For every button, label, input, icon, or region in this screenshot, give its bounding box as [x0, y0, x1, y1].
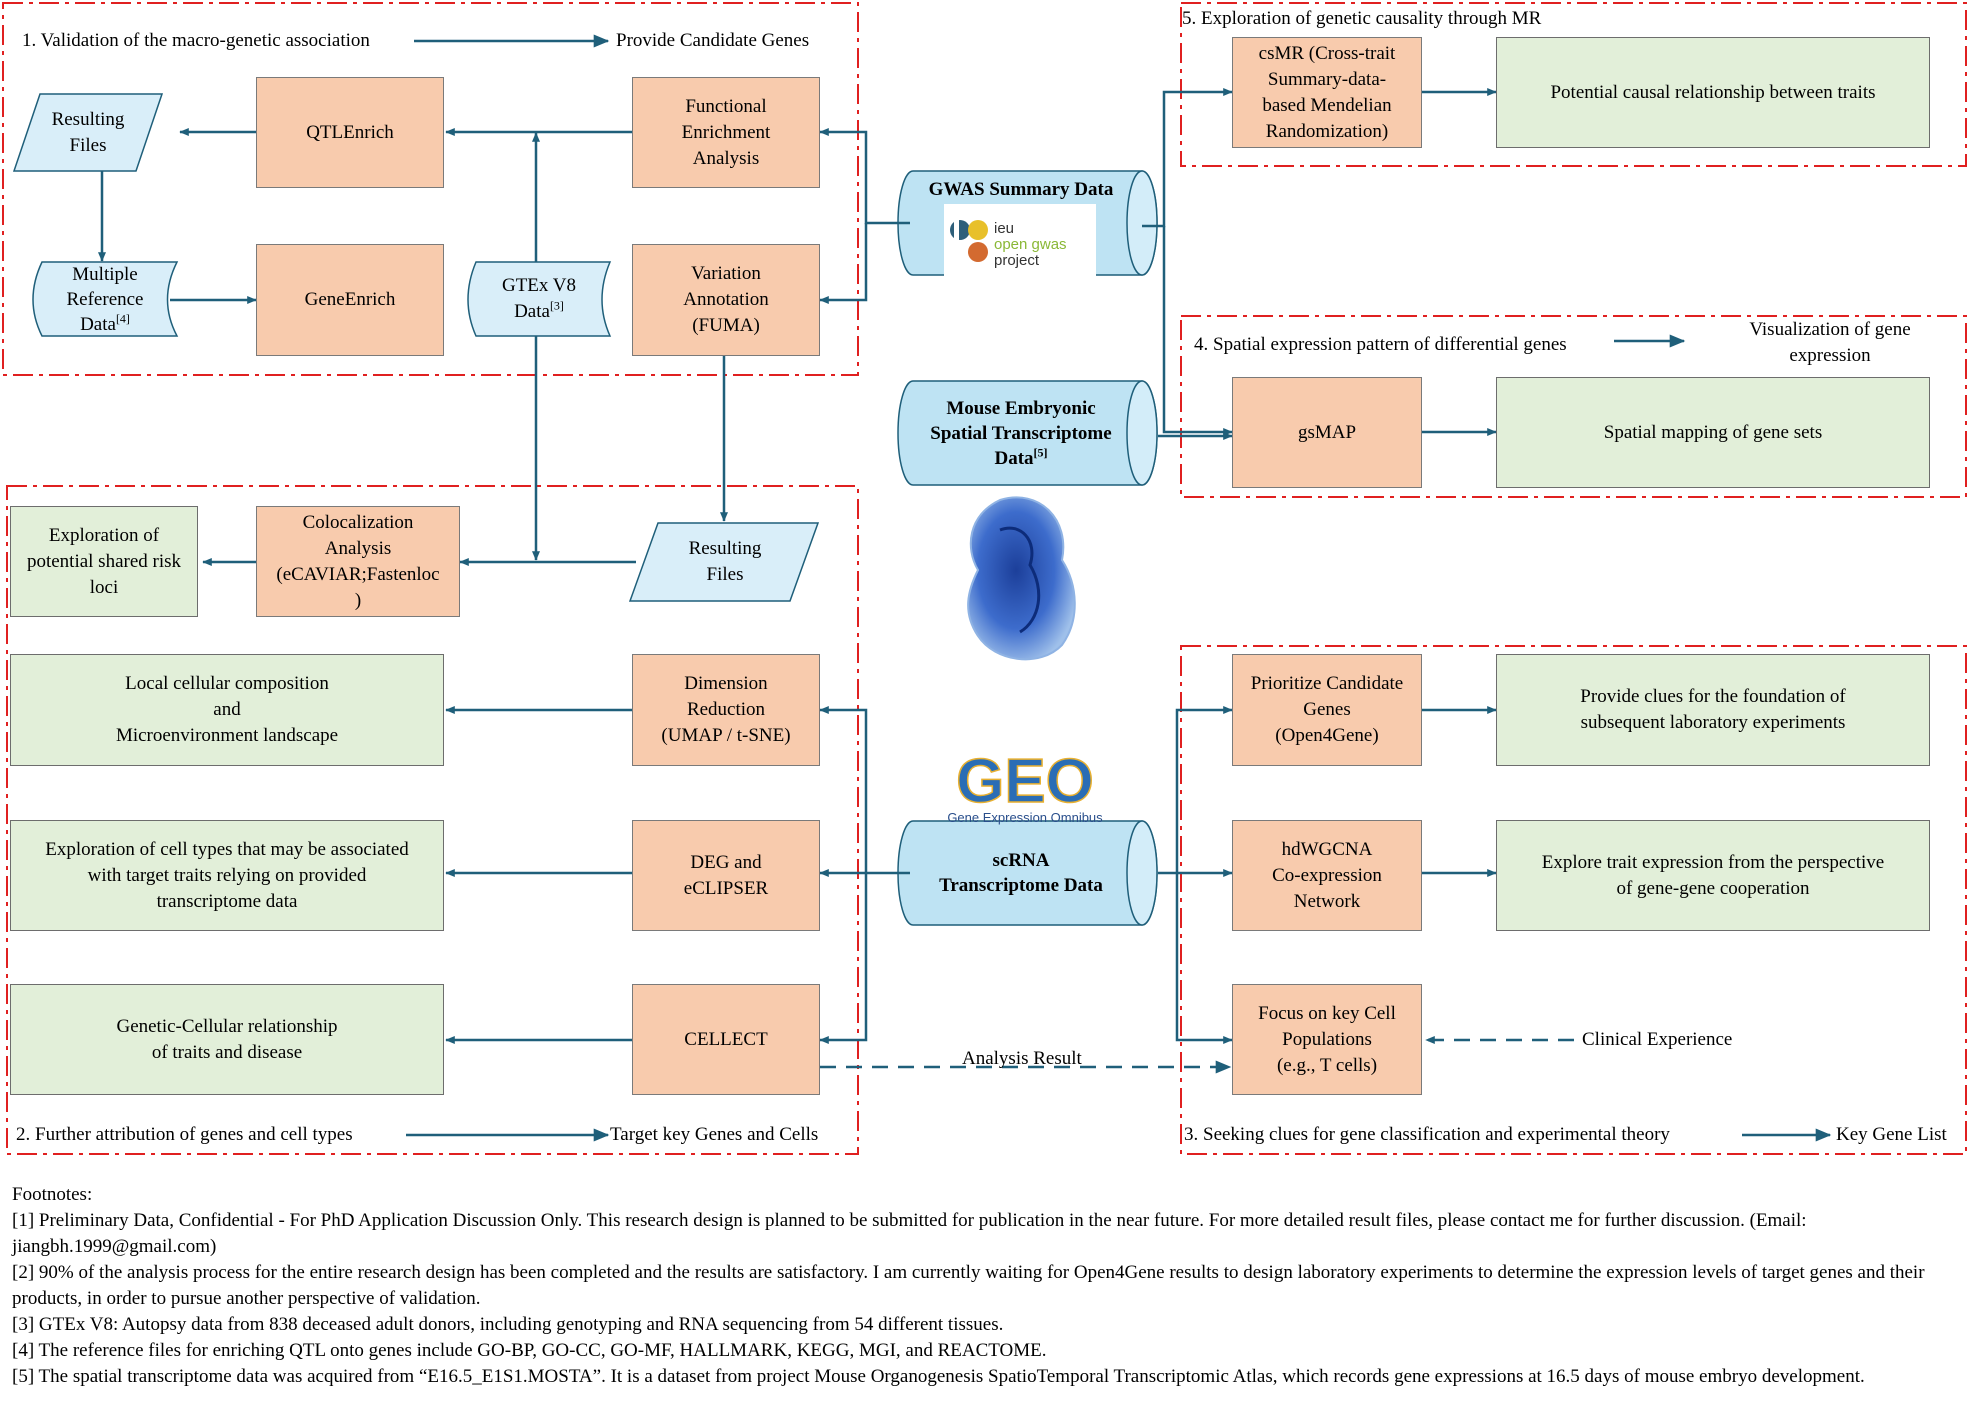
hdwgcna-box: hdWGCNA Co-expression Network: [1232, 820, 1422, 931]
exploration-cell-types-box: Exploration of cell types that may be as…: [10, 820, 444, 931]
gtex-line1: GTEx V8: [501, 275, 577, 296]
footnotes-heading: Footnotes:: [12, 1184, 93, 1205]
resulting-files-mid: Resulting Files: [640, 523, 810, 601]
section-1-title: 1. Validation of the macro-genetic assoc…: [22, 30, 370, 51]
explore-trait-box: Explore trait expression from the perspe…: [1496, 820, 1930, 931]
mouse-cylinder: [897, 380, 1158, 486]
section-4-output: Visualization of gene expression: [1690, 317, 1970, 369]
footnote-3: [3] GTEx V8: Autopsy data from 838 decea…: [12, 1314, 1004, 1335]
geo-logo-caption: Gene Expression Omnibus: [947, 810, 1103, 825]
section-3-title: 3. Seeking clues for gene classification…: [1184, 1124, 1670, 1145]
geneenrich-box: GeneEnrich: [256, 244, 444, 356]
resulting-files-mid-line1: Resulting: [688, 538, 762, 559]
cellect-box: CELLECT: [632, 984, 820, 1095]
gtex-line2: Data: [514, 301, 550, 322]
ieu-open-gwas-logo: ieu open gwas project: [944, 204, 1096, 278]
embryo-image: [967, 496, 1076, 661]
gtex-shape: [467, 261, 612, 337]
resulting-files-top-shape: [12, 93, 164, 172]
section-4-output-line2: expression: [1789, 345, 1871, 366]
exploration-shared-loci-box: Exploration of potential shared risk loc…: [10, 506, 198, 617]
analysis-result-label: Analysis Result: [962, 1048, 1082, 1069]
section-5-border: [1180, 2, 1967, 167]
section-1-output: Provide Candidate Genes: [616, 30, 810, 51]
multiple-ref-line1: Multiple: [72, 263, 138, 285]
mouse-line1: Mouse Embryonic: [946, 397, 1096, 419]
gsmap-box: gsMAP: [1232, 377, 1422, 488]
resulting-files-top: Resulting Files: [14, 94, 162, 171]
dimension-reduction-box: Dimension Reduction (UMAP / t-SNE): [632, 654, 820, 766]
clinical-experience: Clinical Experience: [1582, 1029, 1733, 1050]
resulting-files-mid-shape: [628, 522, 820, 602]
multiple-ref-shape: [32, 261, 179, 337]
section-3-output: Key Gene List: [1836, 1124, 1947, 1145]
multiple-ref-line2: Reference: [66, 288, 144, 310]
provide-clues-box: Provide clues for the foundation of subs…: [1496, 654, 1930, 766]
potential-causal-box: Potential causal relationship between tr…: [1496, 37, 1930, 148]
footnote-5: [5] The spatial transcriptome data was a…: [12, 1366, 1865, 1387]
section-4-title: 4. Spatial expression pattern of differe…: [1194, 334, 1567, 355]
variation-annotation-box: Variation Annotation (FUMA): [632, 244, 820, 356]
footnote-1: [1] Preliminary Data, Confidential - For…: [12, 1210, 1807, 1257]
scrna-line1: scRNA: [992, 850, 1050, 871]
colocalization-box: Colocalization Analysis (eCAVIAR;Fastenl…: [256, 506, 460, 617]
scrna-cylinder: [897, 820, 1158, 926]
gwas-label: GWAS Summary Data: [928, 179, 1114, 200]
section-1-border: [2, 2, 859, 376]
ieu-logo-text-1: ieu: [994, 220, 1014, 237]
mouse-line3: Data: [994, 447, 1034, 469]
footnote-4: [4] The reference files for enriching QT…: [12, 1340, 1047, 1361]
section-4-output-line1: Visualization of gene: [1749, 319, 1911, 340]
multiple-ref-footnote: [4]: [115, 311, 130, 326]
section-4-border: [1180, 315, 1967, 498]
multiple-ref-data: Multiple Reference Data[4]: [30, 262, 180, 336]
qtlenrich-box: QTLEnrich: [256, 77, 444, 188]
ieu-logo-text-3: project: [994, 252, 1040, 269]
gtex-footnote: [3]: [549, 298, 564, 313]
geo-logo: GEO Gene Expression Omnibus: [935, 742, 1115, 828]
section-2-border: [6, 485, 859, 1155]
mouse-line2: Spatial Transcriptome: [930, 422, 1112, 444]
section-2-output: Target key Genes and Cells: [610, 1124, 819, 1145]
deg-eclipser-box: DEG and eCLIPSER: [632, 820, 820, 931]
scrna-line2: Transcriptome Data: [939, 875, 1103, 896]
mouse-spatial-label: Mouse Embryonic Spatial Transcriptome Da…: [913, 392, 1129, 474]
scrna-label: scRNA Transcriptome Data: [913, 845, 1129, 901]
resulting-files-top-line2: Files: [69, 134, 107, 156]
focus-cell-box: Focus on key Cell Populations (e.g., T c…: [1232, 984, 1422, 1095]
ieu-logo-text-2: open gwas: [994, 236, 1067, 253]
section-5-title: 5. Exploration of genetic causality thro…: [1182, 8, 1542, 29]
genetic-cellular-box: Genetic-Cellular relationship of traits …: [10, 984, 444, 1095]
section-2-title: 2. Further attribution of genes and cell…: [16, 1124, 353, 1145]
resulting-files-mid-line2: Files: [706, 564, 744, 585]
spatial-mapping-box: Spatial mapping of gene sets: [1496, 377, 1930, 488]
footnote-2: [2] 90% of the analysis process for the …: [12, 1262, 1925, 1309]
mouse-footnote: [5]: [1033, 445, 1048, 460]
functional-enrichment-box: Functional Enrichment Analysis: [632, 77, 820, 188]
multiple-ref-line3: Data: [80, 313, 116, 335]
gtex-data: GTEx V8 Data[3]: [466, 262, 612, 336]
prioritize-box: Prioritize Candidate Genes (Open4Gene): [1232, 654, 1422, 766]
csmr-box: csMR (Cross-trait Summary-data- based Me…: [1232, 37, 1422, 148]
geo-logo-text: GEO: [956, 747, 1094, 816]
local-cellular-box: Local cellular composition and Microenvi…: [10, 654, 444, 766]
section-3-border: [1180, 645, 1967, 1155]
resulting-files-top-line1: Resulting: [51, 108, 125, 130]
